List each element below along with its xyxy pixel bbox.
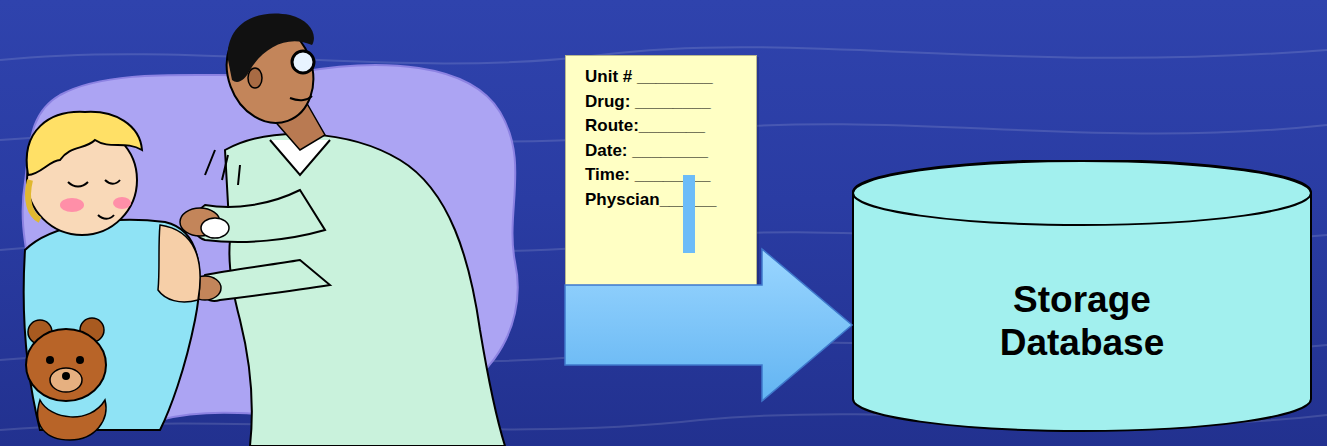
form-field: Time: ________ <box>585 163 756 188</box>
cylinder-top <box>853 161 1311 225</box>
block-arrow <box>565 249 852 401</box>
form-field: Unit # ________ <box>585 65 756 90</box>
node-label: Storage Database <box>962 278 1202 364</box>
database-cylinder: Storage Database <box>852 160 1312 432</box>
form-field: Route:_______ <box>585 114 756 139</box>
record-form: Unit # ________Drug: ________Route:_____… <box>565 55 757 300</box>
form-field: Date: ________ <box>585 139 756 164</box>
form-field: Drug: ________ <box>585 90 756 115</box>
cylinder-body <box>853 160 1311 431</box>
marker-bar <box>683 175 695 253</box>
form-field: Physcian______ <box>585 188 756 213</box>
